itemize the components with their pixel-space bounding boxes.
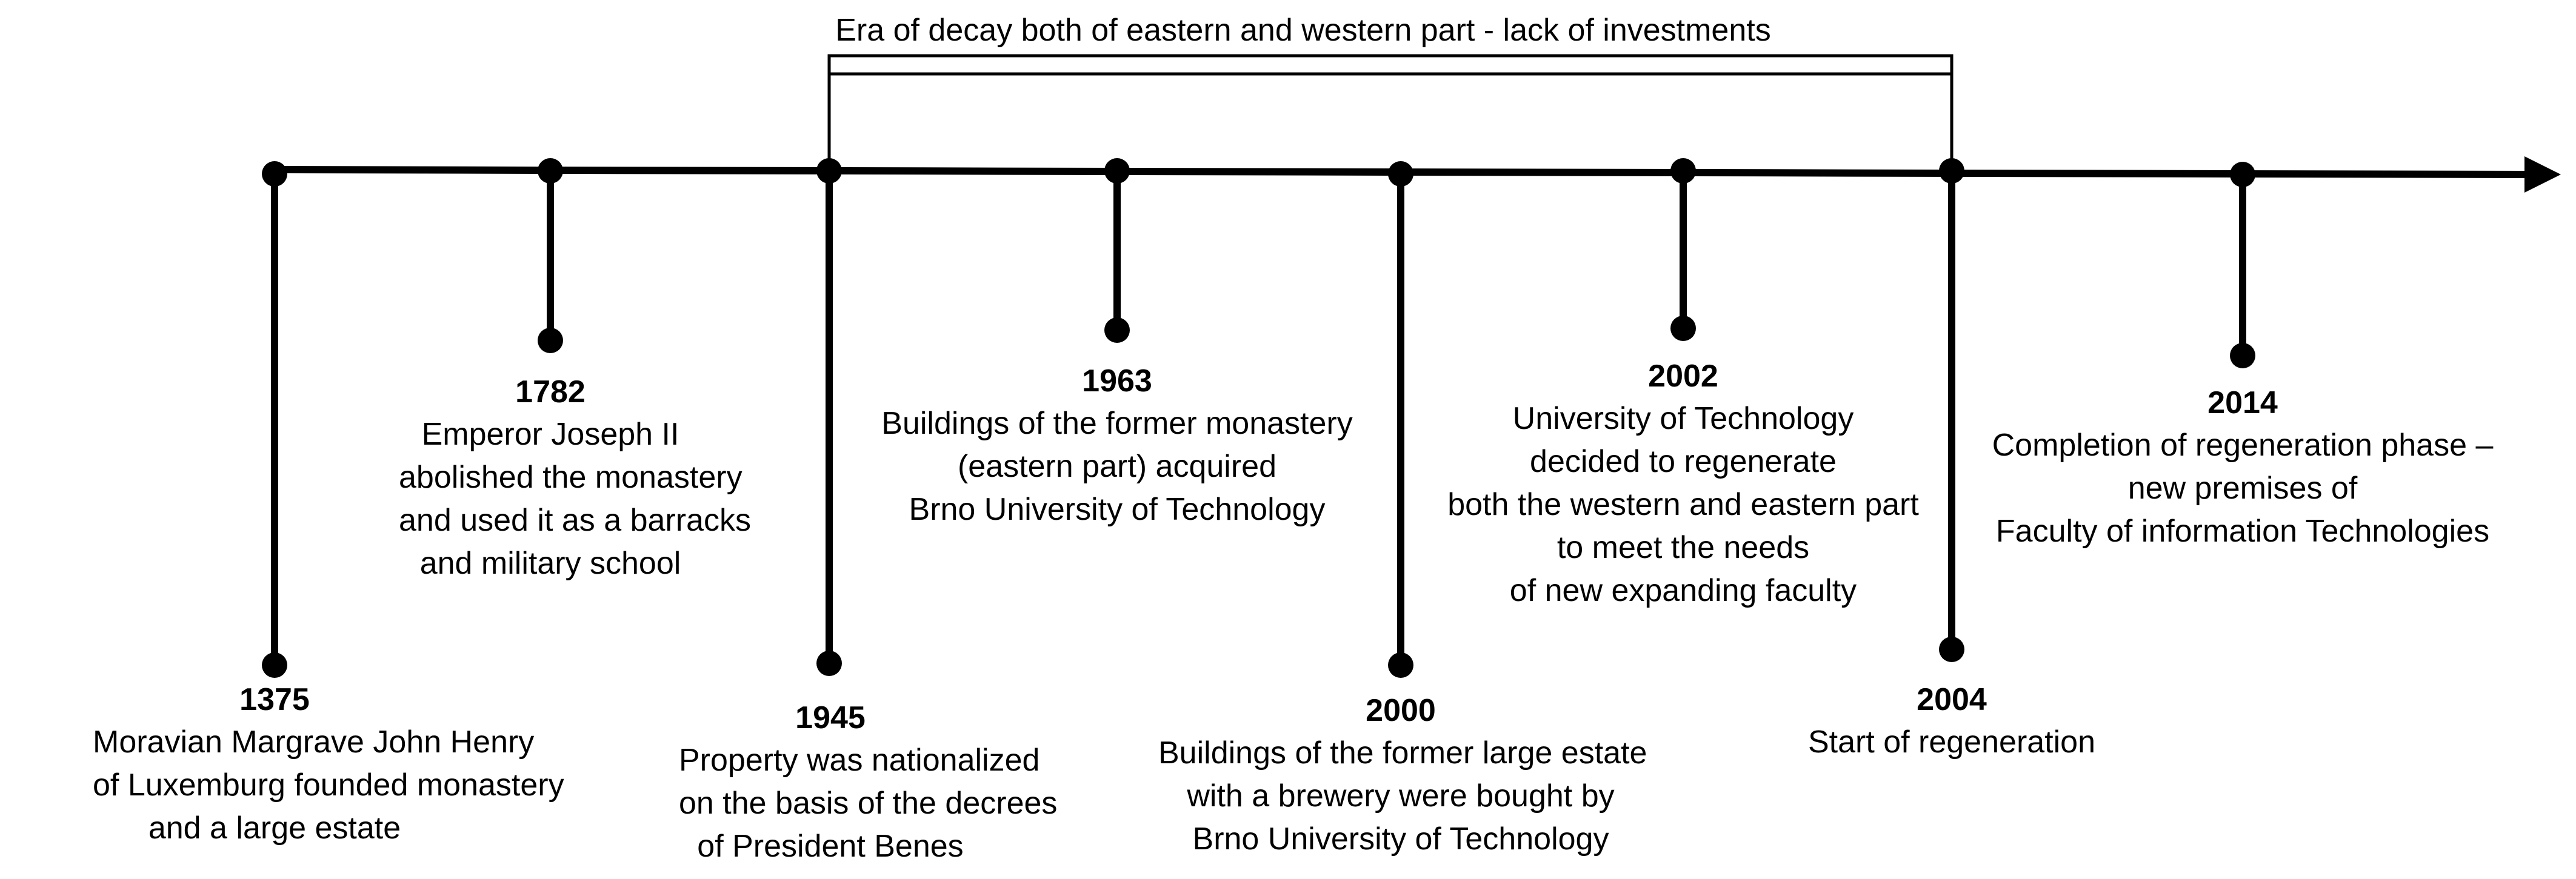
event-description-line: Faculty of information Technologies (1995, 514, 2490, 549)
event-label-1963: 1963 Buildings of the former monastery (… (875, 360, 1360, 531)
event-label-2000: 2000 Buildings of the former large estat… (1158, 689, 1647, 861)
event-label-1375: 1375 Moravian Margrave John Henry of Lux… (93, 678, 564, 850)
event-description: Emperor Joseph II abolished the monaster… (399, 413, 751, 585)
event-description-line: of new expanding faculty (1509, 573, 1857, 608)
event-label-2014: 2014 Completion of regeneration phase – … (1970, 382, 2515, 553)
event-year: 1963 (1082, 363, 1152, 399)
event-description-line: Brno University of Technology (909, 492, 1326, 527)
event-description: Completion of regeneration phase – new p… (1970, 424, 2515, 553)
event-description-line: Moravian Margrave John Henry (93, 725, 535, 760)
event-description-line: and used it as a barracks (399, 503, 751, 538)
event-description-line: Emperor Joseph II (421, 417, 679, 452)
event-label-2004: 2004 Start of regeneration (1770, 678, 2134, 764)
event-year: 1782 (515, 374, 586, 410)
event-description-line: decided to regenerate (1530, 444, 1837, 479)
event-description-line: of Luxemburg founded monastery (93, 768, 564, 803)
event-description: Buildings of the former monastery (easte… (875, 402, 1360, 531)
event-label-1945: 1945 Property was nationalized on the ba… (679, 697, 1058, 868)
event-year: 1375 (239, 682, 310, 717)
event-marker-2014 (2230, 162, 2255, 368)
event-description: Buildings of the former large estate wit… (1158, 732, 1647, 861)
event-marker-2002 (1670, 158, 1696, 341)
event-description: University of Technology decided to rege… (1441, 397, 1926, 612)
event-marker-1945 (816, 158, 842, 676)
event-description-line: new premises of (2127, 471, 2358, 506)
event-description-line: Start of regeneration (1807, 725, 2096, 760)
event-description-line: on the basis of the decrees (679, 786, 1058, 821)
event-description-line: Completion of regeneration phase – (1992, 428, 2494, 463)
era-bracket (827, 54, 1954, 171)
event-description: Moravian Margrave John Henry of Luxembur… (93, 721, 564, 850)
event-description-line: and military school (419, 546, 681, 581)
event-year: 2014 (2207, 385, 2278, 420)
event-description-line: University of Technology (1512, 401, 1854, 436)
event-marker-1375 (262, 161, 287, 678)
event-description-line: Property was nationalized (679, 743, 1040, 778)
timeline-arrowhead (2524, 156, 2561, 193)
event-year: 2004 (1917, 682, 1987, 717)
event-description: Start of regeneration (1770, 721, 2134, 764)
era-label: Era of decay both of eastern and western… (835, 13, 1771, 48)
event-description-line: to meet the needs (1557, 530, 1810, 565)
event-year: 1945 (795, 700, 866, 735)
event-description-line: with a brewery were bought by (1187, 778, 1615, 814)
event-description-line: Buildings of the former large estate (1158, 735, 1647, 771)
event-label-2002: 2002 University of Technology decided to… (1441, 355, 1926, 612)
event-description-line: abolished the monastery (399, 460, 742, 495)
event-year: 2000 (1366, 693, 1436, 728)
event-marker-1963 (1104, 158, 1130, 343)
event-description-line: (eastern part) acquired (957, 449, 1277, 484)
event-description-line: of President Benes (697, 829, 964, 864)
event-description-line: Brno University of Technology (1192, 821, 1609, 857)
event-marker-2004 (1939, 158, 1964, 662)
event-description-line: Buildings of the former monastery (881, 406, 1353, 441)
event-marker-1782 (538, 158, 563, 353)
event-label-1782: 1782 Emperor Joseph II abolished the mon… (399, 371, 751, 585)
event-year: 2002 (1648, 359, 1718, 394)
event-marker-2000 (1388, 161, 1413, 678)
event-description-line: both the western and eastern part (1447, 487, 1919, 522)
event-description: Property was nationalized on the basis o… (679, 739, 1058, 868)
event-description-line: and a large estate (148, 811, 401, 846)
